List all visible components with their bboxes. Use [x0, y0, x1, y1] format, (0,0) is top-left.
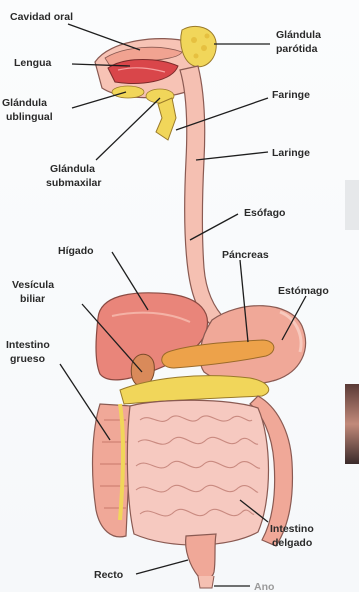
label-intestino-grueso: Intestino: [6, 339, 50, 351]
label-glandula-parotida-line2: parótida: [276, 43, 318, 55]
label-intestino-delgado: Intestino: [270, 523, 314, 535]
leader-laringe: [196, 152, 268, 160]
label-higado: Hígado: [58, 245, 94, 257]
label-ano: Ano: [254, 581, 274, 592]
label-glandula-submaxilar-line2: submaxilar: [46, 177, 101, 189]
leader-sublingual: [72, 92, 126, 108]
label-intestino-delgado-line2: delgado: [272, 537, 312, 549]
label-glandula-parotida: Glándula: [276, 29, 321, 41]
label-vesicula-biliar: Vesícula: [12, 279, 54, 291]
label-glandula-sublingual-line2: ublingual: [6, 111, 53, 123]
label-esofago: Esófago: [244, 207, 285, 219]
label-faringe: Faringe: [272, 89, 310, 101]
leader-recto: [136, 560, 188, 574]
anus: [198, 576, 214, 588]
label-intestino-grueso-line2: grueso: [10, 353, 45, 365]
label-glandula-sublingual: Glándula: [2, 97, 47, 109]
leader-cavidad-oral: [68, 24, 140, 50]
esophagus: [180, 66, 226, 326]
larynx: [156, 98, 176, 140]
label-estomago: Estómago: [278, 285, 329, 297]
label-recto: Recto: [94, 569, 123, 581]
rectum: [186, 534, 216, 579]
small-intestine: [127, 400, 268, 545]
label-pancreas: Páncreas: [222, 249, 269, 261]
right-edge-strip-photo: [345, 384, 359, 464]
label-glandula-submaxilar: Glándula: [50, 163, 95, 175]
label-laringe: Laringe: [272, 147, 310, 159]
sublingual-gland: [112, 86, 144, 98]
leader-submaxilar: [96, 98, 160, 160]
label-lengua: Lengua: [14, 57, 51, 69]
label-cavidad-oral: Cavidad oral: [10, 11, 73, 23]
right-edge-strip-top: [345, 180, 359, 230]
label-vesicula-biliar-line2: biliar: [20, 293, 45, 305]
